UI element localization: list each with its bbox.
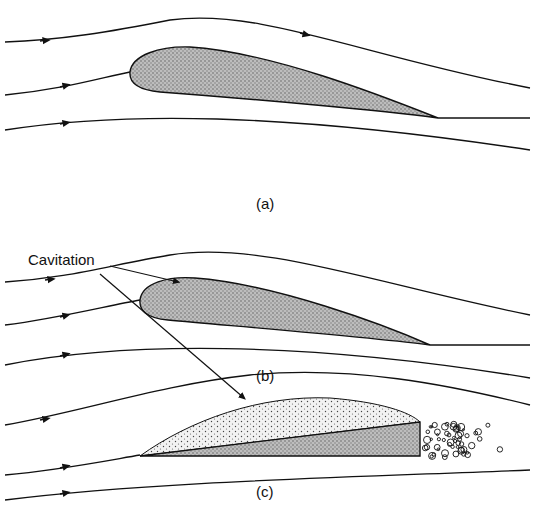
streamline <box>438 117 530 118</box>
bubble <box>442 455 447 460</box>
streamline <box>5 72 130 95</box>
bubble <box>424 436 431 443</box>
streamline <box>430 344 530 345</box>
bubble <box>434 444 440 450</box>
streamline <box>5 455 140 475</box>
bubble <box>459 442 463 446</box>
bubble <box>445 431 450 436</box>
bubble <box>461 447 467 453</box>
bubble <box>453 436 456 439</box>
cavity-bubbles <box>422 421 502 459</box>
figure-label: (b) <box>256 368 274 385</box>
leader-line <box>100 274 244 398</box>
bubble <box>429 452 436 459</box>
bubble <box>442 438 445 441</box>
bubble <box>442 423 449 430</box>
supercavitating-hydrofoil <box>140 422 420 456</box>
callout-label: Cavitation <box>28 252 95 269</box>
bubble <box>497 447 502 452</box>
bubble <box>477 437 482 442</box>
bubble <box>426 430 430 434</box>
streamline <box>5 470 530 500</box>
bubble <box>437 438 440 441</box>
bubble <box>458 431 464 437</box>
bubble <box>435 429 441 435</box>
bubble <box>447 439 454 446</box>
bubble <box>458 423 465 430</box>
streamline <box>5 118 530 150</box>
bubble <box>448 442 452 446</box>
hydrofoil <box>130 47 438 118</box>
bubble <box>456 446 459 449</box>
bubble <box>475 429 481 435</box>
bubble <box>465 434 469 438</box>
bubble <box>455 432 462 439</box>
hydrofoil <box>140 278 430 345</box>
bubble <box>432 422 437 427</box>
bubble <box>453 451 459 457</box>
leader-line <box>110 266 178 282</box>
bubble <box>429 426 431 428</box>
bubble <box>463 429 465 431</box>
bubble <box>469 442 475 448</box>
bubble <box>445 422 449 426</box>
bubble <box>422 445 428 451</box>
bubble <box>474 431 478 435</box>
cavitation-region <box>140 398 420 456</box>
figure-label: (c) <box>256 484 274 501</box>
figure-label: (a) <box>256 196 274 213</box>
bubble <box>432 453 435 456</box>
bubble <box>454 425 461 432</box>
bubble <box>486 423 490 427</box>
streamline <box>5 300 140 325</box>
